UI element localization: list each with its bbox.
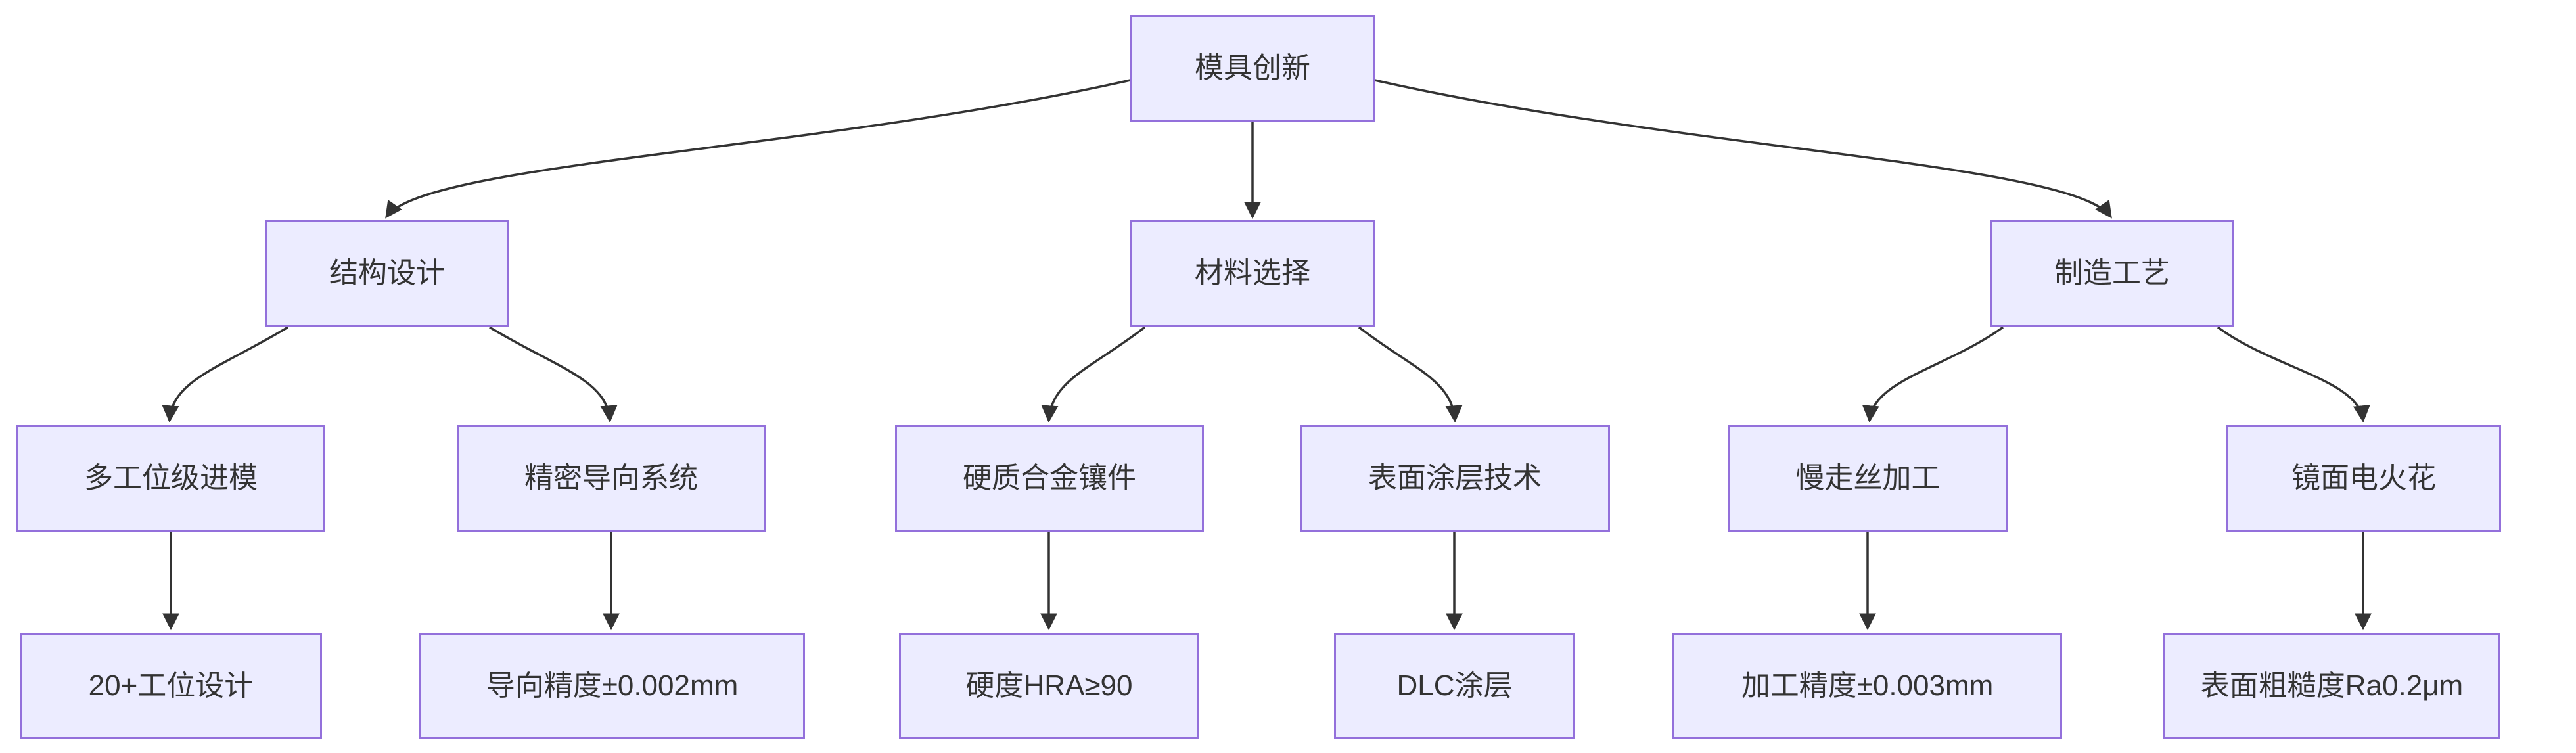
- edge-process-edm: [2217, 326, 2370, 423]
- node-label-wedm: 慢走丝加工: [1795, 462, 1941, 495]
- node-label-multi: 多工位级进模: [84, 462, 258, 495]
- node-label-material: 材料选择: [1195, 257, 1310, 290]
- node-material: 材料选择: [1130, 220, 1375, 327]
- node-label-dlc: DLC涂层: [1396, 669, 1513, 702]
- edge-root-struct: [385, 79, 1131, 219]
- node-struct: 结构设计: [265, 220, 509, 327]
- node-label-hardness: 硬度HRA≥90: [965, 669, 1133, 702]
- node-coating: 表面涂层技术: [1300, 425, 1610, 532]
- node-label-guide: 精密导向系统: [524, 462, 698, 495]
- node-hardness: 硬度HRA≥90: [899, 633, 1199, 739]
- edge-struct-multi: [162, 326, 288, 423]
- node-guideacc: 导向精度±0.002mm: [419, 633, 805, 739]
- node-station: 20+工位设计: [20, 633, 322, 739]
- edge-process-wedm: [1862, 326, 2004, 423]
- node-label-edm: 镜面电火花: [2291, 462, 2436, 495]
- node-label-struct: 结构设计: [329, 257, 445, 290]
- node-label-station: 20+工位设计: [88, 669, 254, 702]
- node-roughness: 表面粗糙度Ra0.2μm: [2163, 633, 2500, 739]
- node-guide: 精密导向系统: [457, 425, 766, 532]
- edge-root-process: [1374, 79, 2112, 219]
- node-machacc: 加工精度±0.003mm: [1672, 633, 2062, 739]
- node-label-process: 制造工艺: [2054, 257, 2170, 290]
- node-wedm: 慢走丝加工: [1728, 425, 2008, 532]
- node-label-roughness: 表面粗糙度Ra0.2μm: [2200, 669, 2464, 702]
- node-root: 模具创新: [1130, 15, 1375, 122]
- node-label-guideacc: 导向精度±0.002mm: [486, 669, 739, 702]
- node-label-root: 模具创新: [1195, 52, 1310, 85]
- node-dlc: DLC涂层: [1334, 633, 1575, 739]
- edge-struct-guide: [489, 326, 618, 423]
- node-process: 制造工艺: [1990, 220, 2234, 327]
- node-label-machacc: 加工精度±0.003mm: [1741, 669, 1994, 702]
- node-edm: 镜面电火花: [2226, 425, 2501, 532]
- node-label-carbide: 硬质合金镶件: [963, 462, 1136, 495]
- node-carbide: 硬质合金镶件: [895, 425, 1204, 532]
- node-multi: 多工位级进模: [16, 425, 325, 532]
- node-label-coating: 表面涂层技术: [1368, 462, 1542, 495]
- edge-material-carbide: [1041, 326, 1146, 423]
- edge-material-coating: [1358, 326, 1463, 423]
